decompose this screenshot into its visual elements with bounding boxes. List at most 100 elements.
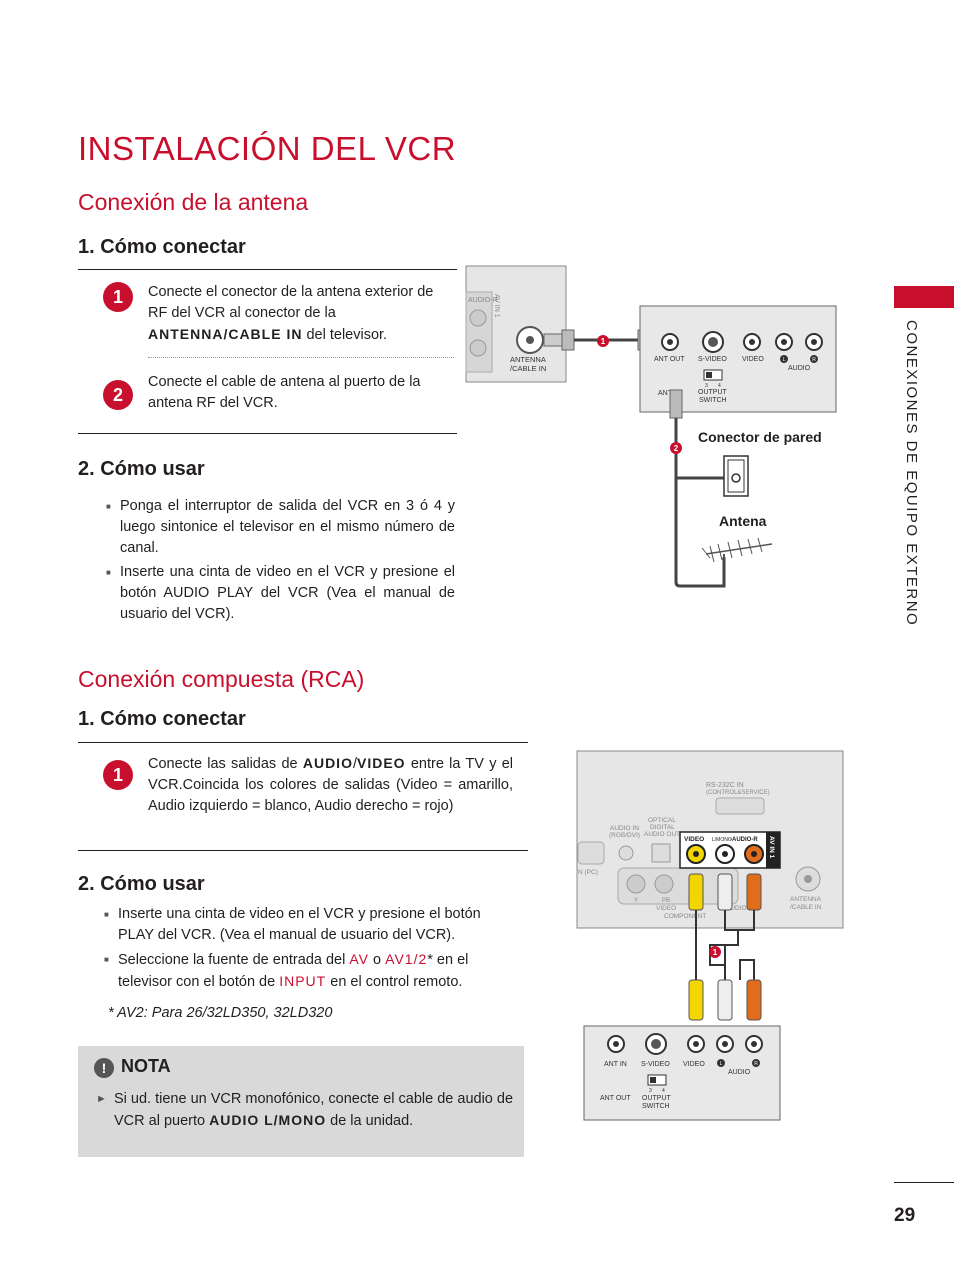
- antenna-connect-heading: 1. Cómo conectar: [78, 236, 246, 258]
- rca-connection-diagram: RS-232C IN (CONTROL&SERVICE) OPTICAL DIG…: [576, 750, 844, 1121]
- vcr-audio-label: AUDIO: [728, 1069, 751, 1076]
- tv-jack: [469, 339, 487, 357]
- list-item: Ponga el interruptor de salida del VCR e…: [106, 496, 455, 559]
- step-text: Conecte el conector de la antena exterio…: [148, 284, 434, 321]
- list-item: Inserte una cinta de video en el VCR y p…: [104, 904, 504, 946]
- svg-text:R: R: [812, 357, 816, 363]
- antenna-icon: [701, 537, 773, 563]
- side-section-label: CONEXIONES DE EQUIPO EXTERNO: [903, 320, 920, 627]
- connector-keyword: AUDIO L/MONO: [209, 1112, 327, 1128]
- antenna-use-heading: 2. Cómo usar: [78, 458, 205, 480]
- coax-plug: [669, 389, 683, 419]
- connector-keyword: ANTENNA/CABLE IN: [148, 326, 303, 342]
- optical-port: [651, 843, 671, 863]
- rca-step1-text: Conecte las salidas de AUDIO/VIDEO entre…: [148, 755, 513, 814]
- divider: [78, 433, 457, 434]
- av-video-label: VIDEO: [684, 836, 704, 843]
- tv-antenna-label: ANTENNA: [510, 355, 546, 364]
- list-item: Inserte una cinta de video en el VCR y p…: [106, 562, 455, 625]
- rca-plugs-bottom: [688, 979, 762, 1021]
- rgb-label: N (PC): [578, 869, 598, 876]
- arrow-right-icon: ►: [96, 1093, 107, 1105]
- coax-cable: [674, 418, 726, 588]
- tv-jack: [618, 845, 634, 861]
- list-item: Seleccione la fuente de entrada del AV o…: [104, 949, 504, 993]
- vcr-video-label: VIDEO: [742, 356, 764, 363]
- svg-text:PB: PB: [662, 898, 670, 904]
- antenna-use-list: Ponga el interruptor de salida del VCR e…: [106, 496, 455, 628]
- svg-text:3: 3: [649, 1088, 652, 1094]
- antenna-step2-text: Conecte el cable de antena al puerto de …: [148, 374, 421, 411]
- svg-text:L: L: [783, 357, 786, 363]
- svg-text:AUDIO: AUDIO: [726, 905, 747, 912]
- divider: [78, 269, 457, 270]
- optical-label: AUDIO OUT: [644, 831, 680, 838]
- vcr-ant-out-label: ANT OUT: [600, 1095, 631, 1102]
- dotted-divider: [148, 357, 454, 358]
- vcr-video-label: VIDEO: [683, 1061, 705, 1068]
- rca-section-heading: Conexión compuesta (RCA): [78, 666, 365, 692]
- av-lmono-label: L/MONO: [712, 837, 732, 843]
- component-label: COMPONENT: [664, 913, 706, 920]
- antenna-connection-diagram: AUDIO-R AV IN 1 ANTENNA /CABLE IN 1 ANT …: [465, 265, 837, 588]
- svg-text:2: 2: [674, 444, 679, 453]
- tv-audio-label: AUDIO-R: [468, 297, 498, 304]
- svg-text:3: 3: [705, 383, 708, 389]
- step-badge: 2: [103, 380, 133, 410]
- vcr-switch-label: SWITCH: [699, 397, 727, 404]
- rs232-port: [715, 797, 765, 815]
- tv-av-label: AV IN 1: [493, 294, 500, 318]
- vcr-ant-in-label: ANT IN: [604, 1061, 627, 1068]
- svg-text:L: L: [720, 1061, 723, 1067]
- svg-text:1: 1: [601, 337, 606, 346]
- section-tab-marker: [894, 286, 954, 308]
- rca-plugs-top: [688, 873, 762, 911]
- callout-badge: [709, 946, 721, 958]
- svg-text:4: 4: [718, 383, 721, 389]
- rs232-label: (CONTROL&SERVICE): [706, 790, 770, 796]
- svg-text:Y: Y: [634, 898, 638, 904]
- tv-antenna-label: /CABLE IN: [510, 364, 546, 373]
- tv-antenna-label: ANTENNA: [790, 896, 822, 903]
- input-keyword: AV: [349, 951, 370, 967]
- antenna-section-heading: Conexión de la antena: [78, 189, 309, 215]
- av-in1-label: AV IN 1: [768, 836, 775, 859]
- audio-in-label: AUDIO IN: [610, 825, 639, 832]
- vcr-ant-out-label: ANT OUT: [654, 356, 685, 363]
- svg-text:1: 1: [713, 948, 718, 957]
- svg-text:R: R: [754, 1061, 758, 1067]
- divider: [78, 850, 528, 851]
- vcr-ant-in-label: ANT IN: [658, 390, 681, 397]
- rca-use-list: Inserte una cinta de video en el VCR y p…: [104, 904, 504, 996]
- callout-badge: [670, 442, 682, 454]
- connector-keyword: VIDEO: [357, 755, 406, 771]
- tv-av-panel: [465, 291, 493, 373]
- input-keyword: AV1/2: [385, 951, 428, 967]
- antenna-label: Antena: [719, 513, 767, 529]
- page-number: 29: [894, 1205, 916, 1226]
- component-block: [617, 867, 739, 905]
- rs232-label: RS-232C IN: [706, 782, 744, 789]
- note-title: NOTA: [121, 1056, 171, 1076]
- vcr-svideo-label: S-VIDEO: [698, 356, 727, 363]
- wall-connector-label: Conector de pared: [698, 429, 822, 445]
- note-text: Si ud. tiene un VCR monofónico, conecte …: [114, 1091, 514, 1129]
- step-text: Conecte las salidas de: [148, 756, 298, 772]
- rca-use-heading: 2. Cómo usar: [78, 873, 205, 895]
- vcr-audio-label: AUDIO: [788, 365, 811, 372]
- audio-in-label: (RGB/DVI): [609, 832, 640, 839]
- step-text: del televisor.: [306, 327, 388, 343]
- vcr-output-label: OUTPUT: [698, 389, 728, 396]
- tv-antenna-label: /CABLE IN: [790, 904, 822, 911]
- step-badge: 1: [103, 282, 133, 312]
- vcr-output-switch: [647, 1074, 667, 1086]
- vcr-svideo-label: S-VIDEO: [641, 1061, 670, 1068]
- tv-jack: [469, 309, 487, 327]
- step-badge: 1: [103, 760, 133, 790]
- vcr-output-label: OUTPUT: [642, 1095, 672, 1102]
- optical-label: OPTICAL: [648, 817, 676, 824]
- av-audio-r-label: -AUDIO-R: [730, 837, 758, 843]
- svg-text:4: 4: [662, 1088, 665, 1094]
- page-title: INSTALACIÓN DEL VCR: [78, 130, 457, 167]
- optical-label: DIGITAL: [650, 824, 675, 831]
